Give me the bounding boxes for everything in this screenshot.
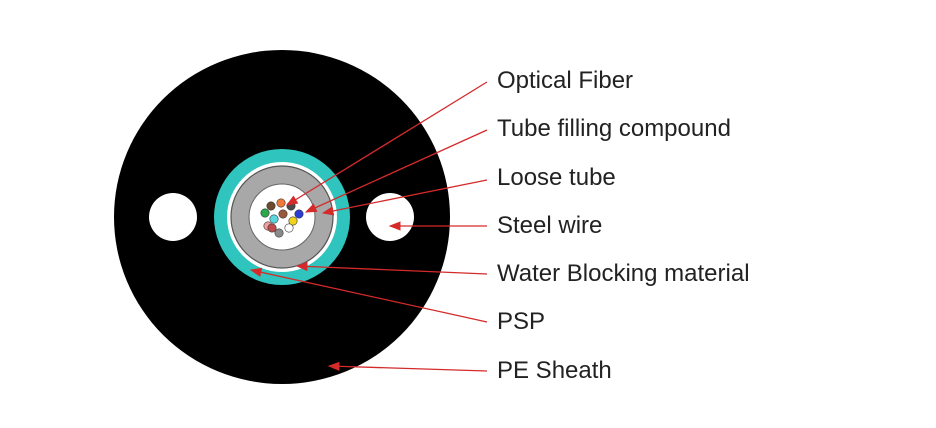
steel-wire-left — [149, 193, 197, 241]
label-psp: PSP — [497, 308, 546, 335]
label-water-blocking-material: Water Blocking material — [497, 260, 750, 287]
optical-fiber-strand — [284, 223, 294, 233]
optical-fiber-strand — [274, 228, 284, 238]
optical-fiber-strand — [294, 209, 304, 219]
optical-fiber-strand — [278, 209, 288, 219]
arrow-pe-sheath — [327, 361, 488, 372]
optical-fiber-strand — [288, 216, 298, 226]
optical-fiber-strand — [266, 201, 276, 211]
optical-fiber-strand — [276, 198, 286, 208]
label-loose-tube: Loose tube — [497, 164, 616, 191]
arrow-water-blocking-material — [295, 261, 488, 275]
arrow-tube-filling-compound — [304, 129, 488, 213]
label-optical-fiber: Optical Fiber — [497, 67, 634, 94]
optical-fiber-strand — [267, 223, 277, 233]
label-steel-wire: Steel wire — [497, 212, 603, 239]
optical-fiber-strand — [269, 214, 279, 224]
optical-fiber-strand — [260, 208, 270, 218]
pointer-arrows — [249, 81, 488, 372]
arrow-optical-fiber — [286, 81, 488, 206]
arrow-loose-tube — [321, 179, 488, 216]
steel-wire-right — [366, 193, 414, 241]
arrow-psp — [249, 267, 488, 323]
label-pe-sheath: PE Sheath — [497, 357, 612, 384]
label-tube-filling-compound: Tube filling compound — [497, 115, 731, 142]
